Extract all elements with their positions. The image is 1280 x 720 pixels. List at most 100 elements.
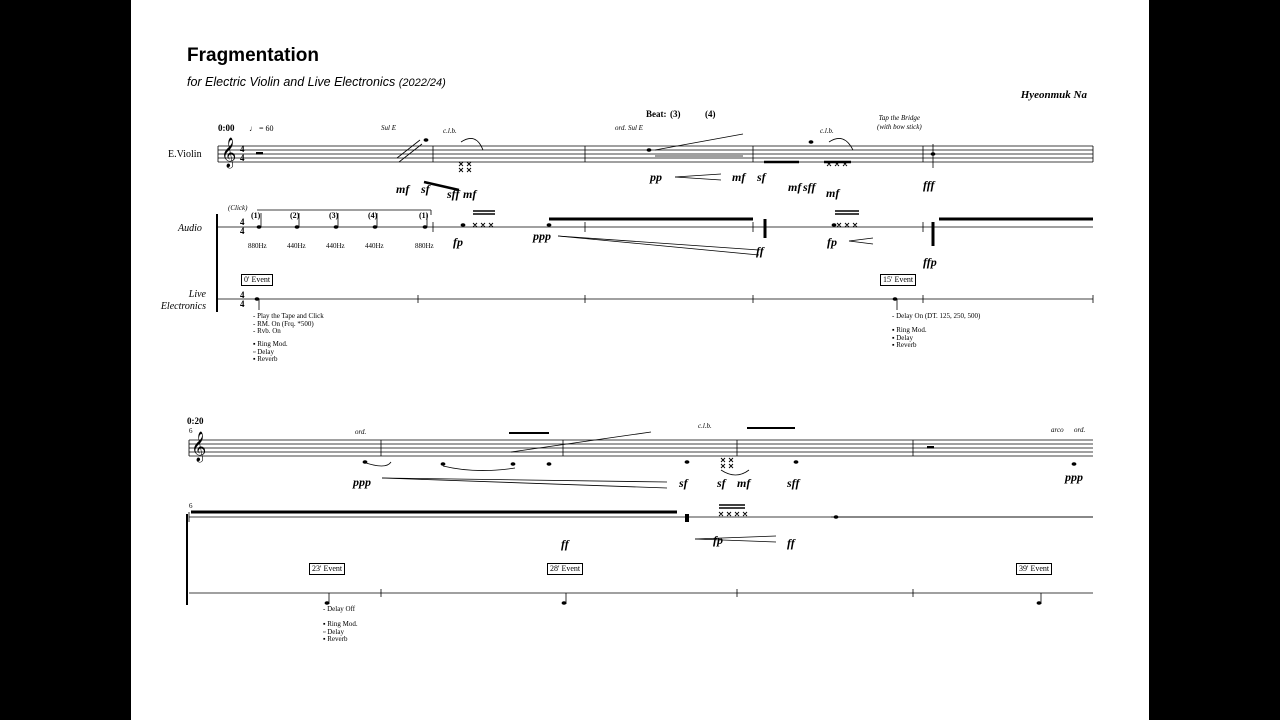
click-freq-1: 880Hz — [248, 242, 267, 250]
event-23-fx-2: ▫ Delay — [323, 627, 344, 636]
event-23-fx: ▪ Ring Mod. ▫ Delay ▪ Reverb — [323, 620, 358, 644]
dyn-v3: sff — [447, 187, 460, 201]
event-15-fx-2: ▪ Delay — [892, 333, 913, 342]
tap-bridge-line-1: Tap the Bridge — [878, 114, 921, 122]
score-page: Fragmentation for Electric Violin and Li… — [131, 0, 1149, 720]
score-title: Fragmentation — [187, 45, 319, 66]
dyn-s2-v2: sf — [679, 476, 688, 490]
audio-time-sig-top: 4 — [240, 217, 245, 227]
live-time-sig-top: 4 — [240, 290, 245, 300]
arco-marking: arco — [1051, 426, 1064, 434]
beat-3: (3) — [670, 109, 681, 119]
dyn-v1: mf — [396, 182, 410, 196]
event-0-fx-1: ▪ Ring Mod. — [253, 340, 288, 348]
dyn-v7: sf — [757, 170, 766, 184]
subtitle-text: for Electric Violin and Live Electronics — [187, 75, 396, 89]
dyn-a5: ffp — [923, 255, 937, 269]
dyn-s2-a3: ff — [787, 536, 795, 550]
dyn-v2: sf — [421, 182, 430, 196]
click-freq-2: 440Hz — [287, 242, 306, 250]
treble-clef-icon-2: 𝄞 — [191, 432, 207, 461]
event-23-fx-1: ▪ Ring Mod. — [323, 620, 358, 628]
sul-e-marking: Sul E — [381, 124, 396, 132]
dyn-s2-a2: fp — [713, 533, 723, 547]
click-num-4: (4) — [368, 211, 378, 220]
event-15-fx-1: ▪ Ring Mod. — [892, 326, 927, 334]
time-sig-bottom: 4 — [240, 153, 245, 163]
staff-label-live: Live Electronics — [156, 289, 206, 313]
event-box-39: 39' Event — [1016, 563, 1053, 575]
dyn-v8: mf — [788, 180, 802, 194]
click-freq-4: 440Hz — [365, 242, 384, 250]
event-0-action-1: - Play the Tape and Click — [253, 312, 324, 320]
dyn-v9: sff — [803, 180, 816, 194]
clb-marking-1: c.l.b. — [443, 127, 457, 135]
event-box-15: 15' Event — [880, 274, 917, 286]
click-freq-3: 440Hz — [326, 242, 345, 250]
dyn-s2-v6: ppp — [1065, 470, 1083, 484]
time-marker-20: 0:20 — [187, 416, 204, 426]
tempo-value: = 60 — [259, 124, 274, 133]
staff-label-live-1: Live — [188, 289, 206, 300]
event-15-fx-3: ▪ Reverb — [892, 341, 917, 349]
dyn-a3: ff — [756, 244, 764, 258]
click-num-2: (2) — [290, 211, 300, 220]
clb-marking-3: c.l.b. — [698, 422, 712, 430]
event-box-28: 28' Event — [547, 563, 584, 575]
dyn-v11: fff — [923, 178, 935, 192]
dyn-v5: pp — [650, 170, 662, 184]
event-23-actions: - Delay Off — [323, 605, 356, 614]
event-0-fx-2: ▫ Delay — [253, 347, 274, 356]
dyn-a4: fp — [827, 235, 837, 249]
live-time-signature: 4 4 — [240, 291, 245, 309]
tap-bridge-line-2: (with bow stick) — [877, 123, 922, 131]
time-signature: 4 4 — [240, 145, 245, 163]
click-label: (Click) — [228, 204, 248, 212]
dyn-a2: ppp — [533, 229, 551, 243]
measure-number: 6 — [189, 427, 193, 435]
event-box-0: 0' Event — [241, 274, 274, 286]
click-num-5: (1) — [419, 211, 429, 220]
dyn-s2-v3: sf — [717, 476, 726, 490]
dyn-s2-a1: ff — [561, 537, 569, 551]
staff-label-live-2: Electronics — [160, 301, 206, 312]
tap-bridge-marking: Tap the Bridge (with bow stick) — [877, 114, 922, 132]
dyn-v6: mf — [732, 170, 746, 184]
click-freq-5: 880Hz — [415, 242, 434, 250]
event-0-fx-3: ▪ Reverb — [253, 355, 278, 363]
clb-marking-2: c.l.b. — [820, 127, 834, 135]
beat-4: (4) — [705, 109, 716, 119]
ord-end-marking: ord. — [1074, 426, 1086, 434]
dyn-s2-v1: ppp — [353, 475, 371, 489]
ord-marking: ord. — [355, 428, 367, 436]
event-box-23: 23' Event — [309, 563, 346, 575]
event-15-actions: - Delay On (DT. 125, 250, 500) — [892, 312, 981, 321]
live-time-sig-bottom: 4 — [240, 299, 245, 309]
event-23-action-1: - Delay Off — [323, 605, 356, 613]
composer-name: Hyeonmuk Na — [1020, 89, 1087, 101]
staff-label-violin: E.Violin — [168, 149, 202, 160]
tempo-marking: ♩ = 60 — [249, 124, 274, 133]
subtitle-years: (2022/24) — [398, 77, 446, 89]
event-15-fx: ▪ Ring Mod. ▪ Delay ▪ Reverb — [892, 326, 927, 350]
click-num-1: (1) — [251, 211, 261, 220]
click-num-3: (3) — [329, 211, 339, 220]
time-sig-top: 4 — [240, 144, 245, 154]
dyn-s2-v5: sff — [787, 476, 800, 490]
dyn-a1: fp — [453, 235, 463, 249]
event-23-fx-3: ▪ Reverb — [323, 635, 348, 643]
treble-clef-icon: 𝄞 — [221, 138, 237, 167]
notation-graphics — [186, 133, 1094, 605]
dyn-v10: mf — [826, 186, 840, 200]
score-subtitle: for Electric Violin and Live Electronics… — [187, 75, 446, 89]
measure-number-audio: 6 — [189, 502, 193, 510]
ord-sul-e-marking: ord. Sul E — [615, 124, 643, 132]
event-15-action-1: - Delay On (DT. 125, 250, 500) — [892, 312, 981, 320]
event-0-action-2: - RM. On (Frq. *500) — [253, 319, 314, 328]
audio-time-signature: 4 4 — [240, 218, 245, 236]
event-0-action-3: - Rvb. On — [253, 327, 281, 335]
staff-label-audio: Audio — [178, 223, 202, 234]
beat-label: Beat: — [646, 109, 667, 119]
event-0-actions: - Play the Tape and Click - RM. On (Frq.… — [253, 312, 324, 336]
audio-time-sig-bottom: 4 — [240, 226, 245, 236]
